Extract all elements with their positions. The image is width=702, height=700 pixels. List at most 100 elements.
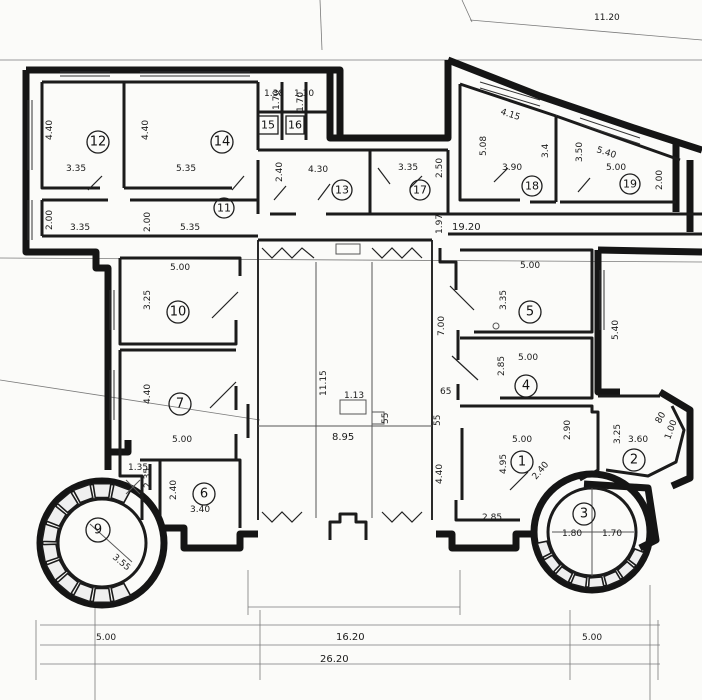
dim-3-40: 3.40 bbox=[190, 505, 210, 515]
dim-2-85-room1: 2.85 bbox=[482, 513, 502, 523]
tower-wall-segment bbox=[536, 540, 553, 559]
room-3-label: 3 bbox=[580, 507, 588, 522]
dim-1-35: 1.35 bbox=[128, 463, 148, 473]
dim-2-40-room1: 2.40 bbox=[531, 460, 552, 482]
tower-9 bbox=[36, 477, 168, 609]
dim-3-35-room12: 3.35 bbox=[66, 164, 86, 174]
dim-5-00-room7: 5.00 bbox=[172, 435, 192, 445]
room-15-marker: 15 bbox=[257, 115, 279, 135]
room-10-marker: 10 bbox=[166, 300, 190, 324]
tower-wall-segment bbox=[72, 483, 94, 504]
dim-1-80: 1.80 bbox=[562, 529, 582, 539]
room-markers: 12 14 15 16 11 13 17 18 19 10 7 6 9 5 4 … bbox=[85, 115, 646, 543]
dim-5-08: 5.08 bbox=[479, 136, 489, 156]
hall-features bbox=[258, 243, 500, 540]
dim-3-50: 3.50 bbox=[575, 142, 585, 162]
dim-3-60: 3.60 bbox=[628, 435, 648, 445]
dim-1-97: 1.97 bbox=[435, 214, 445, 234]
door-swings bbox=[87, 167, 591, 491]
room-9-label: 9 bbox=[94, 523, 102, 538]
dim-2-90: 2.90 bbox=[563, 420, 573, 440]
dim-3-25-room2: 3.25 bbox=[613, 424, 623, 444]
dim-1-13: 1.13 bbox=[344, 391, 364, 401]
dim-2-40-north: 2.40 bbox=[275, 162, 285, 182]
dim-4-30: 4.30 bbox=[308, 165, 328, 175]
room-4-label: 4 bbox=[522, 379, 530, 394]
dim-5-00-southeast: 5.00 bbox=[582, 633, 602, 643]
room-5-marker: 5 bbox=[518, 300, 542, 324]
dim-80: 80 bbox=[654, 410, 669, 425]
room-13-label: 13 bbox=[335, 184, 349, 197]
dim-5-00-room4: 5.00 bbox=[518, 353, 538, 363]
dim-5-00-room19: 5.00 bbox=[606, 163, 626, 173]
tower-wall-segment bbox=[542, 554, 562, 574]
room-17-marker: 17 bbox=[409, 179, 431, 201]
room-10-label: 10 bbox=[170, 305, 187, 320]
dim-55-b: 55 bbox=[381, 413, 391, 424]
tower-wall-segment bbox=[110, 483, 132, 504]
dim-65: 65 bbox=[440, 387, 451, 397]
tower-wall-segment bbox=[41, 543, 60, 564]
room-6-marker: 6 bbox=[192, 482, 216, 506]
dim-2-00-corridor-west: 2.00 bbox=[45, 210, 55, 230]
dim-5-00-southwest: 5.00 bbox=[96, 633, 116, 643]
dim-5-00-room10: 5.00 bbox=[170, 263, 190, 273]
room-1-marker: 1 bbox=[510, 450, 534, 474]
room-18-marker: 18 bbox=[521, 175, 543, 197]
room-19-marker: 19 bbox=[619, 173, 641, 195]
room-14-label: 14 bbox=[214, 135, 231, 150]
tower-wall-segment bbox=[55, 490, 80, 514]
tower-wall-segment bbox=[616, 560, 636, 580]
dim-5-40-east: 5.40 bbox=[611, 320, 621, 340]
dim-2-40-room6: 2.40 bbox=[169, 480, 179, 500]
dim-3-90: 3.90 bbox=[502, 163, 522, 173]
dim-26-20: 26.20 bbox=[320, 654, 349, 665]
outer-walls bbox=[22, 56, 702, 552]
dim-1-70-b: 1.70 bbox=[296, 92, 306, 112]
dim-3-55: 3.55 bbox=[110, 553, 132, 574]
room-3-marker: 3 bbox=[572, 502, 596, 526]
tower-wall-segment bbox=[92, 587, 112, 604]
tower-wall-segment bbox=[569, 573, 588, 589]
tower-3 bbox=[530, 470, 654, 594]
dim-4-40-room14: 4.40 bbox=[141, 120, 151, 140]
room-13-marker: 13 bbox=[331, 179, 353, 201]
room-12-marker: 12 bbox=[86, 130, 110, 154]
dim-5-00-room1: 5.00 bbox=[512, 435, 532, 445]
dim-5-40-north: 5.40 bbox=[595, 145, 617, 161]
room-19-label: 19 bbox=[623, 178, 637, 191]
dim-5-00-room5: 5.00 bbox=[520, 261, 540, 271]
room-7-label: 7 bbox=[176, 397, 184, 412]
dim-11-20: 11.20 bbox=[594, 13, 620, 23]
dim-11-15: 11.15 bbox=[319, 370, 329, 396]
dim-5-35-room14: 5.35 bbox=[176, 164, 196, 174]
room-11-marker: 11 bbox=[213, 197, 235, 219]
dim-19-20: 19.20 bbox=[452, 222, 481, 233]
room-1-label: 1 bbox=[518, 455, 526, 470]
tower-wall-segment bbox=[45, 504, 68, 528]
tower-wall-segment bbox=[55, 572, 80, 596]
dim-3-35-room17: 3.35 bbox=[398, 163, 418, 173]
tower-wall-segment bbox=[627, 547, 646, 568]
dim-16-20: 16.20 bbox=[336, 632, 365, 643]
dim-1-38: 1.38 bbox=[264, 89, 284, 99]
tower-wall-segment bbox=[603, 570, 622, 588]
dim-2-00-corridor: 2.00 bbox=[143, 212, 153, 232]
dim-1-00: 1.00 bbox=[663, 419, 679, 442]
dim-1-70-a: 1.70 bbox=[272, 90, 282, 110]
room-9-marker: 9 bbox=[85, 517, 111, 543]
windows bbox=[27, 71, 641, 420]
room-7-marker: 7 bbox=[168, 392, 192, 416]
dim-3-25-room10: 3.25 bbox=[143, 290, 153, 310]
dim-1-70-tower3: 1.70 bbox=[602, 529, 622, 539]
room-16-label: 16 bbox=[288, 119, 302, 132]
dim-4-40-room1: 4.40 bbox=[435, 464, 445, 484]
dim-3-4: 3.4 bbox=[541, 143, 551, 158]
tower-wall-segment bbox=[587, 576, 605, 589]
dim-4-40-room7: 4.40 bbox=[143, 384, 153, 404]
dim-2-50: 2.50 bbox=[435, 158, 445, 178]
tower-wall-segment bbox=[45, 558, 68, 582]
room-16-marker: 16 bbox=[285, 115, 305, 135]
